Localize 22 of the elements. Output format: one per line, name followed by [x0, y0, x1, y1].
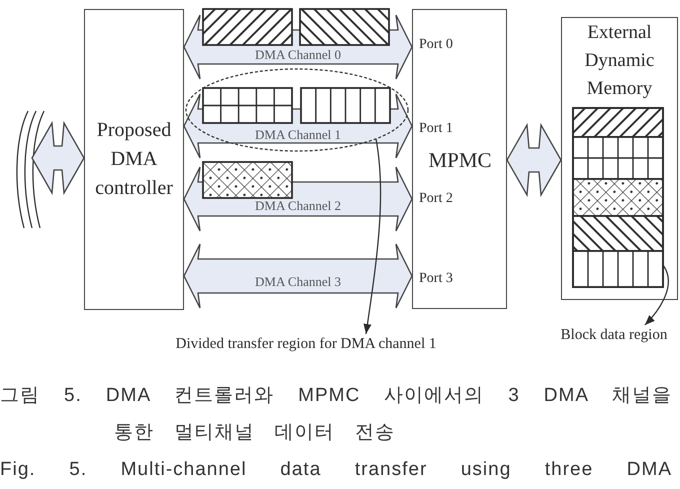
- block-arrow: [31, 120, 85, 196]
- title-text: MPMC: [428, 148, 492, 173]
- port-label: Port 3: [419, 270, 453, 287]
- port-label: Port 1: [419, 120, 453, 137]
- callout-text: Divided transfer region for DMA channel 1: [176, 335, 436, 353]
- block-arrow: [506, 122, 562, 198]
- edge-label: DMA Channel 1: [253, 128, 343, 142]
- edge-label: DMA Channel 3: [253, 275, 343, 289]
- data-block-stack: [572, 106, 664, 288]
- port-label: Port 0: [419, 36, 453, 53]
- figure-caption: Fig. 5. Multi-channel data transfer using three DMA: [0, 458, 672, 482]
- module-box: [412, 9, 507, 309]
- callout-text: Block data region: [560, 326, 668, 344]
- dashed-ellipse: [185, 68, 409, 152]
- memory-box: [561, 17, 678, 300]
- edge-label: DMA Channel 0: [253, 48, 343, 62]
- figure-caption: 그림 5. DMA 컨트롤러와 MPMC 사이에서의 3 DMA 채널을 통한 멀티채널 데이터 전송: [0, 384, 672, 445]
- port-label: Port 2: [419, 190, 453, 207]
- controller-box: Proposed DMA controller: [84, 9, 184, 310]
- edge-label: DMA Channel 2: [253, 199, 343, 213]
- leader-line: [364, 138, 382, 334]
- title-text: External Dynamic Memory: [584, 21, 656, 101]
